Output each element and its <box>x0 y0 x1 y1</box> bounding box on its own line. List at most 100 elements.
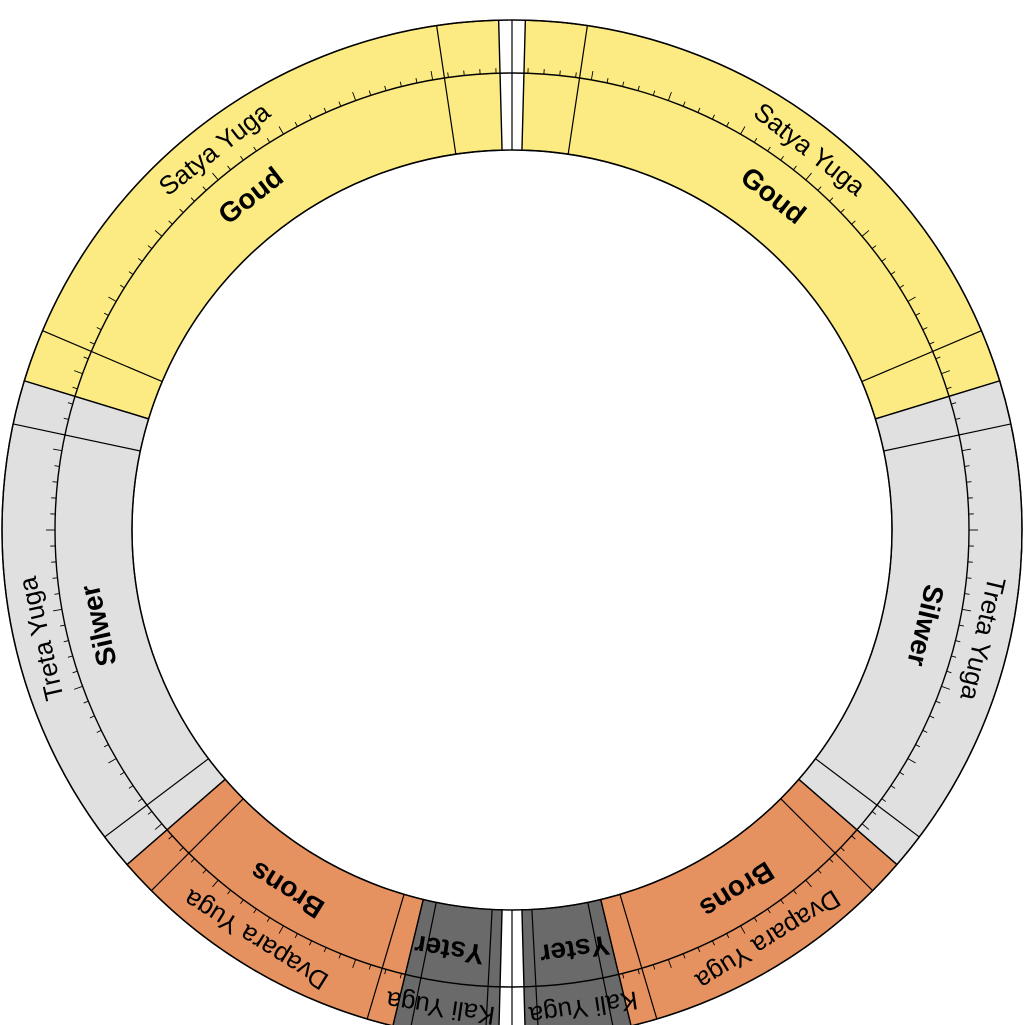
scale-tick <box>890 785 896 789</box>
scale-tick <box>767 908 771 914</box>
scale-tick <box>964 593 970 595</box>
scale-tick <box>96 327 102 331</box>
scale-tick <box>240 899 244 905</box>
scale-tick <box>682 101 686 107</box>
transition-divider-satya-end <box>42 330 163 383</box>
scale-tick <box>935 700 941 704</box>
scale-tick <box>119 284 125 289</box>
scale-tick <box>922 729 928 733</box>
scale-tick <box>697 947 701 953</box>
scale-tick <box>935 356 941 360</box>
scale-tick <box>368 90 372 96</box>
scale-tick <box>961 448 971 452</box>
scale-tick <box>961 608 971 612</box>
scale-tick <box>955 640 961 643</box>
scale-tick <box>89 715 95 719</box>
scale-tick <box>753 137 758 143</box>
transition-divider-dvapara-start <box>150 798 244 892</box>
transition-divider-kali-start <box>410 902 437 1025</box>
scale-tick <box>817 869 822 874</box>
scale-tick <box>384 969 387 975</box>
scale-tick <box>966 481 972 483</box>
scale-tick <box>147 245 153 249</box>
scale-tick <box>83 356 89 360</box>
scale-tick <box>338 101 342 107</box>
scale-tick <box>190 197 195 202</box>
scale-tick <box>73 370 83 375</box>
scale-tick <box>637 85 640 91</box>
scale-tick <box>740 925 746 934</box>
scale-tick <box>338 953 342 959</box>
scale-tick <box>966 577 972 579</box>
scale-tick <box>958 433 964 436</box>
scale-tick <box>951 402 957 405</box>
scale-tick <box>52 481 58 483</box>
scale-tick <box>278 126 284 135</box>
scale-tick <box>103 312 109 316</box>
scale-tick <box>871 245 877 249</box>
scale-tick <box>711 114 715 120</box>
scale-tick <box>96 729 102 733</box>
scale-tick <box>227 165 231 171</box>
scale-tick <box>829 858 834 863</box>
scale-tick <box>54 593 60 595</box>
scale-tick <box>941 685 951 690</box>
scale-tick <box>154 823 163 830</box>
scale-tick <box>915 312 921 316</box>
scale-tick <box>60 624 66 627</box>
scale-tick <box>881 798 887 802</box>
scale-tick <box>682 953 686 959</box>
scale-tick <box>667 91 672 101</box>
transition-divider-dvapara-end <box>366 894 405 1020</box>
scale-tick <box>103 744 109 748</box>
scale-tick <box>253 146 257 152</box>
transition-divider-satya-start <box>436 25 457 155</box>
scale-tick <box>899 771 905 776</box>
scale-tick <box>137 258 143 262</box>
scale-tick <box>840 847 845 852</box>
scale-tick <box>922 327 928 331</box>
scale-tick <box>154 230 163 237</box>
scale-tick <box>128 785 134 789</box>
transition-divider-treta-end <box>104 758 209 838</box>
scale-tick <box>294 933 298 939</box>
scale-tick <box>711 940 715 946</box>
scale-tick <box>212 879 219 888</box>
scale-tick <box>946 670 952 674</box>
segment-dividers <box>13 20 1011 1025</box>
scale-tick <box>780 155 784 161</box>
ring-segments <box>1 19 1023 1025</box>
scale-tick <box>415 78 418 84</box>
scale-tick <box>179 847 184 852</box>
scale-tick <box>83 700 89 704</box>
transition-divider-kali-end <box>485 909 493 1025</box>
scale-tick <box>52 577 58 579</box>
scale-tick <box>590 71 594 81</box>
scale-tick <box>829 197 834 202</box>
scale-tick <box>60 433 66 436</box>
scale-tick <box>266 917 271 923</box>
scale-tick <box>652 90 656 96</box>
scale-tick <box>399 973 402 979</box>
scale-tick <box>817 186 822 191</box>
scale-tick <box>881 258 887 262</box>
scale-tick <box>951 655 957 658</box>
scale-tick <box>861 230 870 237</box>
transition-divider-kali-start <box>587 902 614 1025</box>
scale-tick <box>73 685 83 690</box>
scale-tick <box>63 417 69 420</box>
scale-tick <box>726 933 730 939</box>
scale-tick <box>575 72 577 78</box>
scale-tick <box>890 271 896 275</box>
scale-tick <box>53 608 63 612</box>
scale-tick <box>851 220 856 225</box>
scale-tick <box>202 186 207 191</box>
scale-tick <box>430 71 434 81</box>
scale-tick <box>53 448 63 452</box>
scale-tick <box>606 78 609 84</box>
scale-tick <box>929 715 935 719</box>
scale-tick <box>227 889 231 895</box>
scale-tick <box>964 465 970 467</box>
scale-tick <box>323 947 327 953</box>
